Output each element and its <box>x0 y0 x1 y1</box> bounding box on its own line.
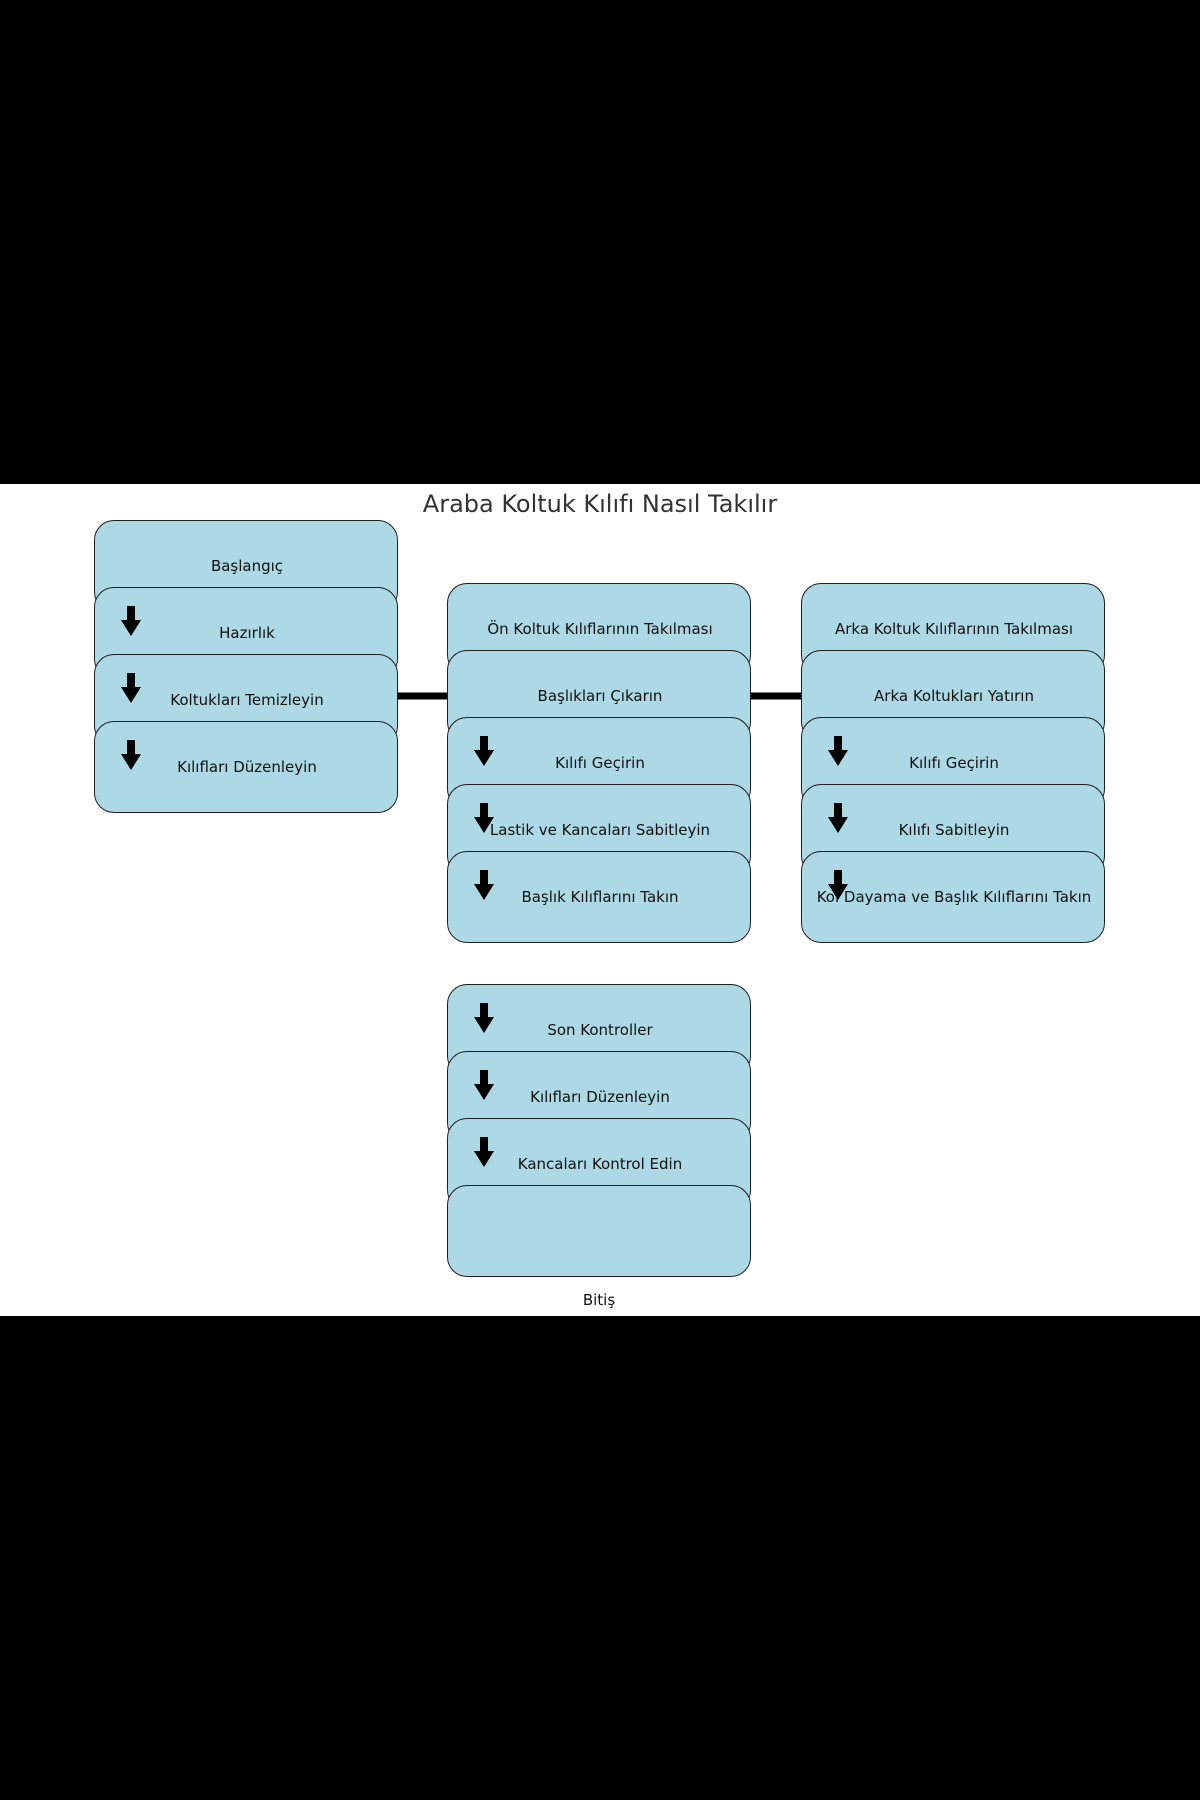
step-label: Kılıfları Düzenleyin <box>177 758 317 776</box>
down-arrow-icon <box>474 1137 494 1167</box>
down-arrow-icon <box>828 803 848 833</box>
step-box-final-checks-clipped <box>447 1185 751 1277</box>
down-arrow-icon <box>121 606 141 636</box>
step-label: Hazırlık <box>219 624 275 642</box>
end-label: Bitiş <box>582 1291 616 1309</box>
step-label: Kol Dayama ve Başlık Kılıflarını Takın <box>816 888 1092 906</box>
step-label: Koltukları Temizleyin <box>170 691 324 709</box>
step-label: Başlık Kılıflarını Takın <box>521 888 679 906</box>
step-label: Arka Koltuk Kılıflarının Takılması <box>834 620 1074 638</box>
step-label: Kılıfı Sabitleyin <box>898 821 1010 839</box>
down-arrow-icon <box>474 803 494 833</box>
step-label: Başlıkları Çıkarın <box>537 687 663 705</box>
down-arrow-icon <box>121 740 141 770</box>
down-arrow-icon <box>474 1070 494 1100</box>
step-box-front-seat: Başlık Kılıflarını Takın <box>447 851 751 943</box>
down-arrow-icon <box>474 870 494 900</box>
step-label: Arka Koltukları Yatırın <box>874 687 1034 705</box>
step-box-rear-seat: Kol Dayama ve Başlık Kılıflarını Takın <box>801 851 1105 943</box>
down-arrow-icon <box>474 1003 494 1033</box>
step-label: Kılıfı Geçirin <box>909 754 999 772</box>
diagram-canvas: Araba Koltuk Kılıfı Nasıl Takılır Başlan… <box>0 484 1200 1316</box>
step-label: Kılıfı Geçirin <box>555 754 645 772</box>
down-arrow-icon <box>121 673 141 703</box>
step-label: Kancaları Kontrol Edin <box>517 1155 683 1173</box>
step-box-preparation: Kılıfları Düzenleyin <box>94 721 398 813</box>
step-label: Başlangıç <box>210 557 284 575</box>
step-label: Lastik ve Kancaları Sabitleyin <box>489 821 711 839</box>
down-arrow-icon <box>828 870 848 900</box>
step-label: Kılıfları Düzenleyin <box>530 1088 670 1106</box>
step-label: Son Kontroller <box>547 1021 653 1039</box>
step-label: Ön Koltuk Kılıflarının Takılması <box>487 620 713 638</box>
down-arrow-icon <box>828 736 848 766</box>
down-arrow-icon <box>474 736 494 766</box>
diagram-title: Araba Koltuk Kılıfı Nasıl Takılır <box>422 490 778 518</box>
